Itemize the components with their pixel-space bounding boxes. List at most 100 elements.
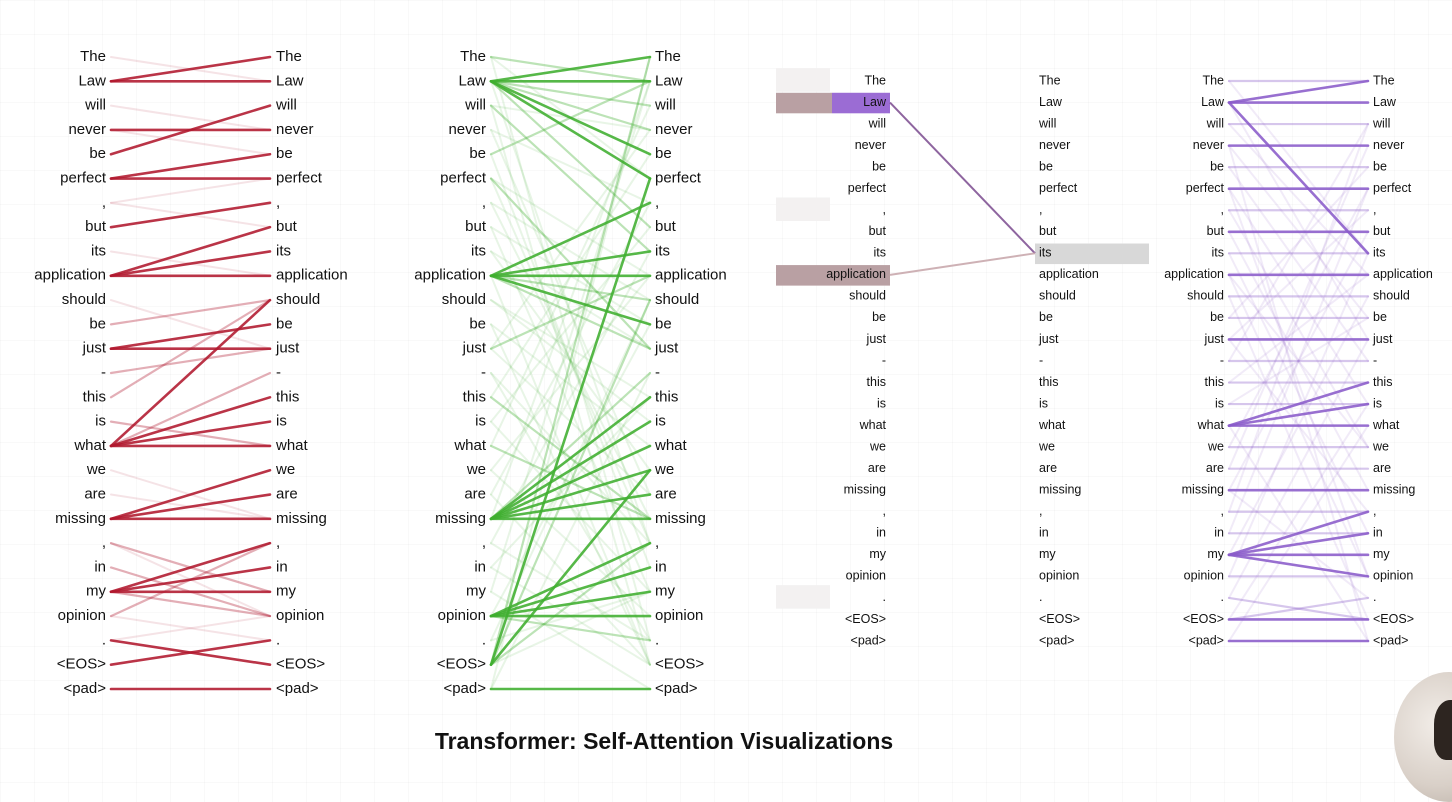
- panel-green-right-token-25[interactable]: <EOS>: [655, 656, 704, 673]
- focus-left-token-20[interactable]: ,: [883, 504, 886, 518]
- panel-green-right-token-8[interactable]: its: [655, 242, 670, 259]
- panel-purple-right-token-0[interactable]: The: [1373, 73, 1395, 87]
- panel-purple-right-token-3[interactable]: never: [1373, 138, 1404, 152]
- panel-red-left-token-19[interactable]: missing: [55, 510, 106, 527]
- focus-left-token-9[interactable]: application: [826, 267, 886, 281]
- focus-right-token-16[interactable]: what: [1038, 418, 1066, 432]
- focus-left-token-10[interactable]: should: [849, 289, 886, 303]
- panel-red-right-token-7[interactable]: but: [276, 218, 298, 235]
- panel-purple-right-token-15[interactable]: is: [1373, 396, 1382, 410]
- panel-purple-left-token-18[interactable]: are: [1206, 461, 1224, 475]
- panel-red-left-token-8[interactable]: its: [91, 242, 106, 259]
- panel-green-left-token-11[interactable]: be: [469, 315, 486, 332]
- focus-left-token-25[interactable]: <EOS>: [845, 612, 886, 626]
- panel-red-right-token-4[interactable]: be: [276, 145, 293, 162]
- panel-green-left-token-5[interactable]: perfect: [440, 170, 487, 187]
- focus-right-token-5[interactable]: perfect: [1039, 181, 1078, 195]
- panel-purple-right-token-2[interactable]: will: [1372, 116, 1390, 130]
- panel-red-left-token-18[interactable]: are: [84, 486, 106, 503]
- panel-purple-left-token-2[interactable]: will: [1206, 116, 1224, 130]
- panel-red-left-token-0[interactable]: The: [80, 48, 106, 65]
- panel-red-left-token-15[interactable]: is: [95, 413, 106, 430]
- panel-red-right-token-3[interactable]: never: [276, 121, 314, 138]
- panel-purple-right-token-22[interactable]: my: [1373, 547, 1390, 561]
- panel-green-left-token-19[interactable]: missing: [435, 510, 486, 527]
- panel-red-right-token-2[interactable]: will: [275, 97, 297, 114]
- panel-purple-left-token-10[interactable]: should: [1187, 289, 1224, 303]
- panel-green-left-token-10[interactable]: should: [442, 291, 486, 308]
- panel-red-left-token-17[interactable]: we: [86, 461, 106, 478]
- focus-left-token-21[interactable]: in: [876, 526, 886, 540]
- focus-left-token-24[interactable]: .: [883, 590, 886, 604]
- panel-red-left-token-14[interactable]: this: [83, 388, 106, 405]
- panel-green-right-token-2[interactable]: will: [654, 97, 676, 114]
- panel-purple-left-token-14[interactable]: this: [1205, 375, 1224, 389]
- focus-left-token-3[interactable]: never: [855, 138, 886, 152]
- panel-red-right-token-21[interactable]: in: [276, 558, 288, 575]
- panel-purple-left-token-0[interactable]: The: [1202, 73, 1224, 87]
- panel-red-right-token-19[interactable]: missing: [276, 510, 327, 527]
- panel-green-right-token-11[interactable]: be: [655, 315, 672, 332]
- focus-left-token-8[interactable]: its: [874, 246, 887, 260]
- panel-green-right-token-13[interactable]: -: [655, 364, 660, 381]
- panel-purple-right-token-6[interactable]: ,: [1373, 203, 1376, 217]
- panel-red-right-token-17[interactable]: we: [275, 461, 295, 478]
- panel-red-right-token-18[interactable]: are: [276, 486, 298, 503]
- focus-left-token-19[interactable]: missing: [844, 483, 886, 497]
- focus-left-token-16[interactable]: what: [859, 418, 887, 432]
- focus-right-token-14[interactable]: this: [1039, 375, 1058, 389]
- panel-purple-left-token-19[interactable]: missing: [1182, 483, 1224, 497]
- panel-green-right-token-23[interactable]: opinion: [655, 607, 703, 624]
- focus-right-token-20[interactable]: ,: [1039, 504, 1042, 518]
- focus-right-token-9[interactable]: application: [1039, 267, 1099, 281]
- focus-left-token-4[interactable]: be: [872, 159, 886, 173]
- panel-red-right-token-5[interactable]: perfect: [276, 170, 323, 187]
- panel-purple-left-token-23[interactable]: opinion: [1184, 569, 1224, 583]
- panel-green-right-token-15[interactable]: is: [655, 413, 666, 430]
- panel-purple-right-token-9[interactable]: application: [1373, 267, 1433, 281]
- panel-red-right-token-20[interactable]: ,: [276, 534, 280, 551]
- panel-red-left-token-21[interactable]: in: [94, 558, 106, 575]
- focus-right-token-15[interactable]: is: [1039, 396, 1048, 410]
- panel-green-left-token-9[interactable]: application: [414, 267, 486, 284]
- panel-green-right-token-21[interactable]: in: [655, 558, 667, 575]
- panel-red-left-token-2[interactable]: will: [84, 97, 106, 114]
- panel-green-right-token-3[interactable]: never: [655, 121, 693, 138]
- focus-right-token-12[interactable]: just: [1038, 332, 1059, 346]
- panel-green-left-token-15[interactable]: is: [475, 413, 486, 430]
- panel-red-right-token-6[interactable]: ,: [276, 194, 280, 211]
- focus-right-token-7[interactable]: but: [1039, 224, 1057, 238]
- focus-right-token-25[interactable]: <EOS>: [1039, 612, 1080, 626]
- panel-purple-right-token-26[interactable]: <pad>: [1373, 633, 1408, 647]
- panel-purple-right-token-7[interactable]: but: [1373, 224, 1391, 238]
- panel-green-right-token-17[interactable]: we: [654, 461, 674, 478]
- panel-red-left-token-4[interactable]: be: [89, 145, 106, 162]
- focus-right-token-18[interactable]: are: [1039, 461, 1057, 475]
- panel-green-left-token-13[interactable]: -: [481, 364, 486, 381]
- panel-green-right-token-6[interactable]: ,: [655, 194, 659, 211]
- focus-right-token-23[interactable]: opinion: [1039, 569, 1079, 583]
- panel-purple-right-token-8[interactable]: its: [1373, 246, 1386, 260]
- panel-green-right-token-26[interactable]: <pad>: [655, 680, 698, 697]
- focus-right-token-6[interactable]: ,: [1039, 203, 1042, 217]
- panel-purple-right-token-20[interactable]: ,: [1373, 504, 1376, 518]
- panel-red-left-token-6[interactable]: ,: [102, 194, 106, 211]
- panel-green-left-token-6[interactable]: ,: [482, 194, 486, 211]
- panel-green-left-token-22[interactable]: my: [466, 583, 486, 600]
- panel-purple-left-token-7[interactable]: but: [1207, 224, 1225, 238]
- panel-purple-left-token-1[interactable]: Law: [1201, 95, 1225, 109]
- panel-green-left-token-7[interactable]: but: [465, 218, 487, 235]
- panel-green-left-token-1[interactable]: Law: [458, 72, 486, 89]
- panel-purple-right-token-12[interactable]: just: [1372, 332, 1393, 346]
- panel-purple-left-token-17[interactable]: we: [1207, 439, 1224, 453]
- panel-green-left-token-17[interactable]: we: [466, 461, 486, 478]
- focus-right-token-21[interactable]: in: [1039, 526, 1049, 540]
- panel-red-left-token-16[interactable]: what: [73, 437, 107, 454]
- focus-right-token-2[interactable]: will: [1038, 116, 1056, 130]
- focus-right-token-26[interactable]: <pad>: [1039, 633, 1074, 647]
- panel-red-left-token-5[interactable]: perfect: [60, 170, 107, 187]
- panel-purple-right-token-13[interactable]: -: [1373, 353, 1377, 367]
- panel-green-right-token-20[interactable]: ,: [655, 534, 659, 551]
- panel-green-left-token-20[interactable]: ,: [482, 534, 486, 551]
- panel-red-right-token-22[interactable]: my: [276, 583, 296, 600]
